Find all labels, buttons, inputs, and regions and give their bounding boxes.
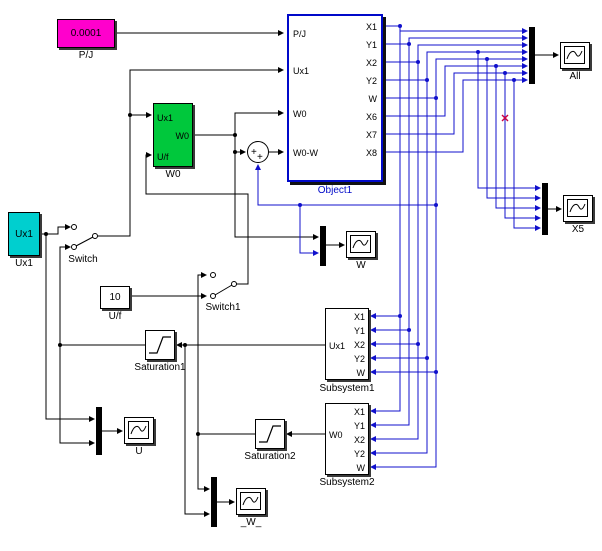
subsystem1-input-x1: X1 [353,312,365,322]
black-wires [40,30,562,517]
subsystem2-input-x1: X1 [353,407,365,417]
object1-input-w0w: W0-W [293,148,318,158]
waveform-icon [566,50,583,60]
object1-output-x2: X2 [365,58,377,68]
scope-w[interactable] [346,231,376,258]
sum-block[interactable]: + + [247,141,269,163]
w0gen-port-uf: U/f [157,152,169,162]
switch1-label: Switch1 [205,302,241,313]
subsystem1-block[interactable]: Ux1 X1 Y1 X2 Y2 W [325,308,369,380]
subsystem1-input-x2: X2 [353,340,365,350]
w0-generator-block[interactable]: Ux1 W0 U/f [153,103,193,167]
ux1-source-value: Ux1 [15,228,33,240]
mux-all[interactable] [529,27,535,84]
mux-w-underscore[interactable] [211,477,217,527]
mux-u[interactable] [96,407,102,455]
saturation1-block[interactable] [145,330,175,360]
subsystem2-block[interactable]: W0 X1 Y1 X2 Y2 W [325,403,369,475]
subsystem2-label: Subsystem2 [319,477,375,488]
switch-block[interactable] [71,224,98,250]
junction-dots [44,24,516,436]
subsystem2-input-x2: X2 [353,435,365,445]
object1-output-y1: Y1 [365,40,377,50]
object1-output-x1: X1 [365,22,377,32]
waveform-icon [352,239,369,249]
w0-generator-label: W0 [165,169,181,180]
subsystem1-input-y2: Y2 [353,354,365,364]
ux1-source-block[interactable]: Ux1 [8,212,40,256]
saturation-curve-icon [149,336,171,354]
constant-uf-block[interactable]: 10 [100,286,130,309]
subsystem1-label: Subsystem1 [319,383,375,394]
subsystem1-input-w: W [356,368,366,378]
subsystem1-input-y1: Y1 [353,326,365,336]
constant-pj-label: P/J [78,50,94,61]
object1-label: Object1 [317,185,353,196]
scope-w-underscore[interactable] [236,488,266,515]
scope-w-label: W [356,260,366,271]
scope-x5-screen [567,199,588,217]
scope-w-underscore-screen [240,492,261,510]
scope-u-screen [128,421,149,439]
switch1-block[interactable] [210,272,237,299]
object1-input-pj: P/J [293,29,307,39]
mux-w[interactable] [320,226,326,266]
object1-output-w: W [368,94,378,104]
blue-wires [255,25,541,470]
saturation-curve-icon [259,425,281,443]
waveform-icon [569,203,586,213]
scope-u-label: U [135,446,143,457]
saturation2-block[interactable] [255,419,285,449]
object1-output-x8: X8 [365,148,377,158]
sum-sign-1: + [251,147,257,158]
subsystem1-port-ux1: Ux1 [329,341,346,351]
subsystem2-port-w0: W0 [329,430,343,440]
ux1-source-label: Ux1 [15,258,33,269]
signal-marker-icon [501,114,509,122]
object1-block[interactable]: P/J Ux1 W0 W0-W X1 Y1 X2 Y2 W X6 X7 X8 [287,14,383,182]
scope-all-screen [564,46,585,64]
object1-output-y2: Y2 [365,76,377,86]
sum-sign-2: + [257,152,263,163]
subsystem2-input-y2: Y2 [353,449,365,459]
switch-label: Switch [68,254,98,265]
object1-output-x7: X7 [365,130,377,140]
scope-u[interactable] [124,417,154,444]
scope-w-underscore-label: _W_ [240,517,262,528]
w0gen-port-w0: W0 [175,131,190,141]
subsystem2-input-w: W [356,463,366,473]
mux-x5[interactable] [542,183,548,235]
scope-all[interactable] [560,42,590,69]
saturation1-label: Saturation1 [134,362,186,373]
scope-w-screen [350,235,371,253]
object1-input-w0: W0 [293,109,307,119]
object1-input-ux1: Ux1 [293,66,310,76]
waveform-icon [242,496,259,506]
w0gen-port-ux1: Ux1 [157,113,174,123]
subsystem2-input-y1: Y1 [353,421,365,431]
scope-x5-label: X5 [571,224,585,235]
scope-x5[interactable] [563,195,593,222]
waveform-icon [130,425,147,435]
object1-output-x6: X6 [365,112,377,122]
constant-uf-value: 10 [109,292,121,303]
scope-all-label: All [569,71,581,82]
constant-pj-value: 0.0001 [70,28,102,39]
constant-uf-label: U/f [108,311,122,322]
saturation2-label: Saturation2 [244,451,296,462]
constant-pj-block[interactable]: 0.0001 [57,19,115,48]
